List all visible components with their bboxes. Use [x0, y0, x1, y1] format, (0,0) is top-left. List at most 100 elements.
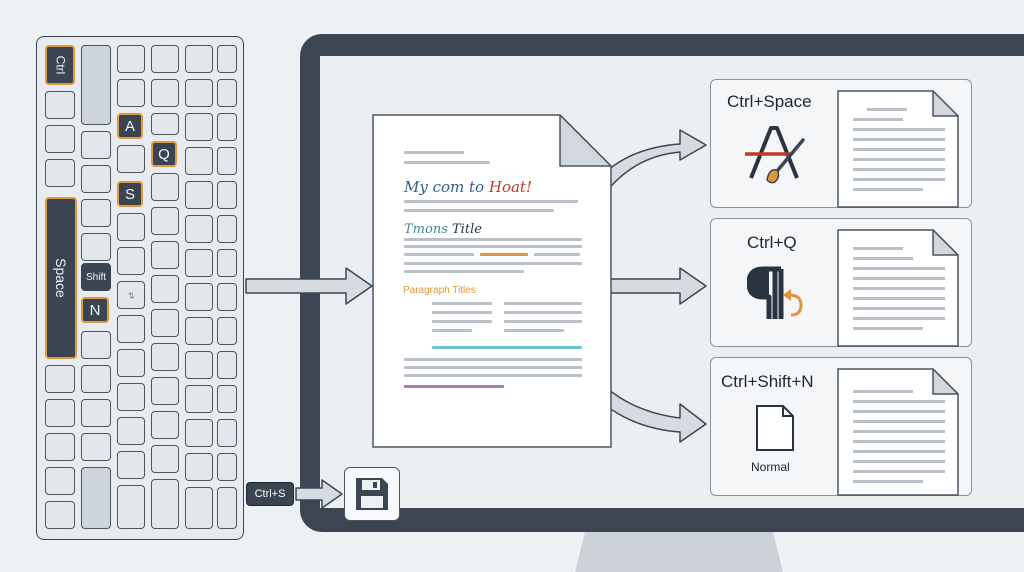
shortcut-card-paragraph-reset: Ctrl+Q [710, 218, 972, 347]
key[interactable] [185, 215, 213, 243]
key[interactable] [217, 487, 237, 529]
key[interactable] [185, 453, 213, 481]
key[interactable] [151, 377, 179, 405]
key[interactable] [45, 125, 75, 153]
document-icon [372, 114, 612, 448]
key[interactable] [185, 113, 213, 141]
ctrl-s-key[interactable]: Ctrl+S [246, 482, 294, 506]
paragraph-title: Paragraph Titles [403, 285, 476, 296]
key[interactable] [81, 331, 111, 359]
key[interactable] [45, 467, 75, 495]
key[interactable] [217, 113, 237, 141]
key[interactable] [45, 159, 75, 187]
shortcut-card-normal-style: Ctrl+Shift+N Normal [710, 357, 972, 496]
key[interactable] [81, 199, 111, 227]
key[interactable] [151, 241, 179, 269]
document-heading: My com to Hoat! [404, 178, 532, 196]
key-space[interactable]: Space [45, 197, 77, 359]
document-subtitle: Tmons Title [404, 222, 482, 237]
monitor-stand [575, 532, 783, 572]
key[interactable] [151, 207, 179, 235]
key-a[interactable]: A [117, 113, 143, 139]
key[interactable] [151, 343, 179, 371]
save-button[interactable] [344, 467, 400, 521]
document-thumbnail-icon [837, 90, 959, 208]
key[interactable] [81, 433, 111, 461]
key[interactable] [151, 479, 179, 529]
key[interactable] [217, 419, 237, 447]
key-shift-label: Shift [85, 271, 106, 283]
key[interactable] [217, 181, 237, 209]
key[interactable] [117, 485, 145, 529]
keyboard-to-document-arrow [245, 267, 373, 305]
key[interactable] [217, 45, 237, 73]
key[interactable] [81, 233, 111, 261]
key-q[interactable]: Q [151, 141, 177, 167]
key[interactable] [81, 165, 111, 193]
key[interactable] [81, 131, 111, 159]
key-s-label: S [124, 185, 135, 203]
key[interactable] [185, 79, 213, 107]
key[interactable] [217, 351, 237, 379]
key[interactable] [151, 411, 179, 439]
key[interactable] [117, 45, 145, 73]
clear-formatting-icon [745, 126, 805, 184]
key[interactable] [185, 351, 213, 379]
key[interactable] [185, 385, 213, 413]
key[interactable] [185, 419, 213, 447]
key[interactable] [217, 453, 237, 481]
key[interactable] [217, 215, 237, 243]
key[interactable] [151, 309, 179, 337]
key[interactable] [185, 487, 213, 529]
key[interactable] [217, 249, 237, 277]
key-ctrl[interactable]: Ctrl [45, 45, 75, 85]
key[interactable] [45, 501, 75, 529]
card-1-shortcut: Ctrl+Space [727, 92, 812, 111]
key[interactable] [117, 417, 145, 445]
arrow-to-card-2 [603, 267, 707, 305]
key[interactable] [151, 113, 179, 135]
key[interactable] [117, 383, 145, 411]
key[interactable] [81, 467, 111, 529]
key[interactable] [117, 145, 145, 173]
key[interactable] [81, 365, 111, 393]
key[interactable] [45, 91, 75, 119]
key[interactable] [217, 283, 237, 311]
key[interactable] [151, 275, 179, 303]
key[interactable] [151, 445, 179, 473]
key[interactable] [117, 79, 145, 107]
key[interactable] [117, 213, 145, 241]
key-a-label: A [124, 117, 135, 135]
key[interactable] [151, 79, 179, 107]
key[interactable] [45, 433, 75, 461]
key[interactable] [217, 317, 237, 345]
key-shift[interactable]: Shift [81, 263, 111, 291]
key[interactable] [151, 45, 179, 73]
key[interactable] [185, 283, 213, 311]
keyboard: Ctrl Space Shift N A S ⇄ Q [36, 36, 244, 540]
arrow-to-card-1 [595, 129, 707, 193]
key[interactable] [81, 399, 111, 427]
key[interactable] [217, 147, 237, 175]
key[interactable] [185, 147, 213, 175]
key[interactable] [117, 315, 145, 343]
key-n[interactable]: N [81, 297, 109, 323]
key[interactable] [217, 79, 237, 107]
ctrl-s-arrow [295, 479, 343, 509]
key[interactable] [185, 249, 213, 277]
key[interactable] [45, 399, 75, 427]
key[interactable] [117, 349, 145, 377]
key[interactable] [185, 45, 213, 73]
key[interactable] [217, 385, 237, 413]
key[interactable] [117, 451, 145, 479]
document-icon [756, 405, 794, 451]
key-s[interactable]: S [117, 181, 143, 207]
key[interactable] [151, 173, 179, 201]
key[interactable] [117, 247, 145, 275]
key[interactable] [185, 317, 213, 345]
key-fn[interactable]: ⇄ [117, 281, 145, 309]
key[interactable] [185, 181, 213, 209]
key[interactable] [81, 45, 111, 125]
key[interactable] [45, 365, 75, 393]
